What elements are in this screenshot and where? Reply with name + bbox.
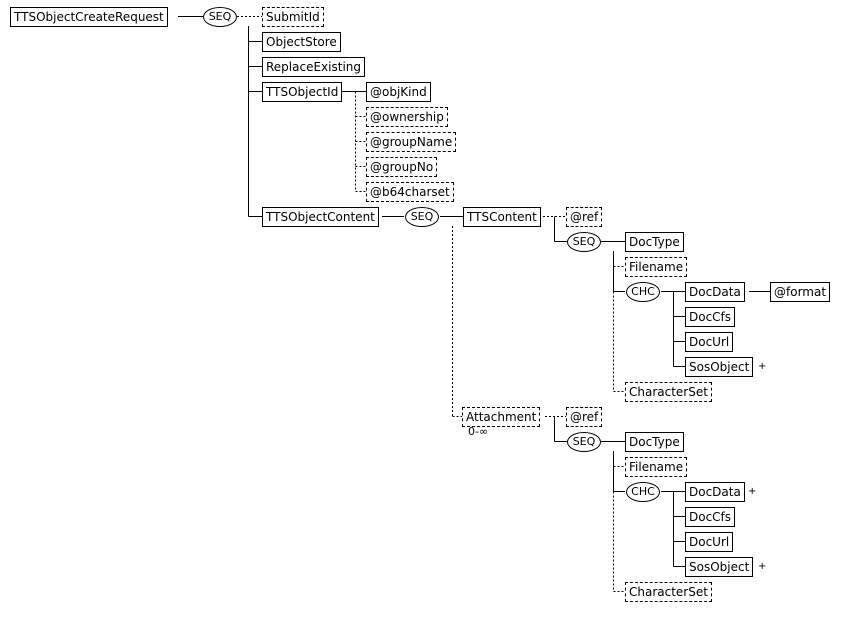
node-tts-object-content: TTSObjectContent <box>262 207 379 227</box>
node-tts-content: TTSContent <box>463 207 541 227</box>
attr-group-name: @groupName <box>366 132 457 152</box>
occurrence-label: 0-∞ <box>468 425 489 438</box>
node-doc-url: DocUrl <box>685 532 734 552</box>
node-filename: Filename <box>625 457 688 477</box>
attr-group-no: @groupNo <box>366 157 438 177</box>
sequence-compositor: SEQ <box>405 207 439 227</box>
node-doc-cfs: DocCfs <box>685 307 736 327</box>
node-character-set: CharacterSet <box>625 382 712 402</box>
node-sos-object: SosObject <box>685 357 754 377</box>
attr-format: @format <box>770 282 831 302</box>
attr-ref: @ref <box>566 207 603 227</box>
attr-obj-kind: @objKind <box>366 82 431 102</box>
node-doc-type: DocType <box>625 232 684 252</box>
node-doc-data: DocData <box>685 282 745 302</box>
node-doc-type: DocType <box>625 432 684 452</box>
node-tts-object-id: TTSObjectId <box>262 82 343 102</box>
node-character-set: CharacterSet <box>625 582 712 602</box>
node-doc-url: DocUrl <box>685 332 734 352</box>
expand-marker: + <box>748 486 757 497</box>
choice-compositor: CHC <box>626 282 660 302</box>
sequence-compositor: SEQ <box>567 232 601 252</box>
choice-compositor: CHC <box>626 482 660 502</box>
attr-ref: @ref <box>566 407 603 427</box>
node-attachment: Attachment <box>462 407 541 427</box>
sequence-compositor: SEQ <box>203 7 237 27</box>
node-sos-object: SosObject <box>685 557 754 577</box>
node-object-store: ObjectStore <box>262 32 341 52</box>
expand-marker: + <box>758 561 767 572</box>
expand-marker: + <box>758 361 767 372</box>
attr-b64charset: @b64charset <box>366 182 454 202</box>
node-tts-object-create-request: TTSObjectCreateRequest <box>10 7 168 27</box>
node-doc-cfs: DocCfs <box>685 507 736 527</box>
sequence-compositor: SEQ <box>567 432 601 452</box>
node-filename: Filename <box>625 257 688 277</box>
node-submit-id: SubmitId <box>262 7 324 27</box>
attr-ownership: @ownership <box>366 107 448 127</box>
node-replace-existing: ReplaceExisting <box>262 57 365 77</box>
node-doc-data: DocData <box>685 482 745 502</box>
